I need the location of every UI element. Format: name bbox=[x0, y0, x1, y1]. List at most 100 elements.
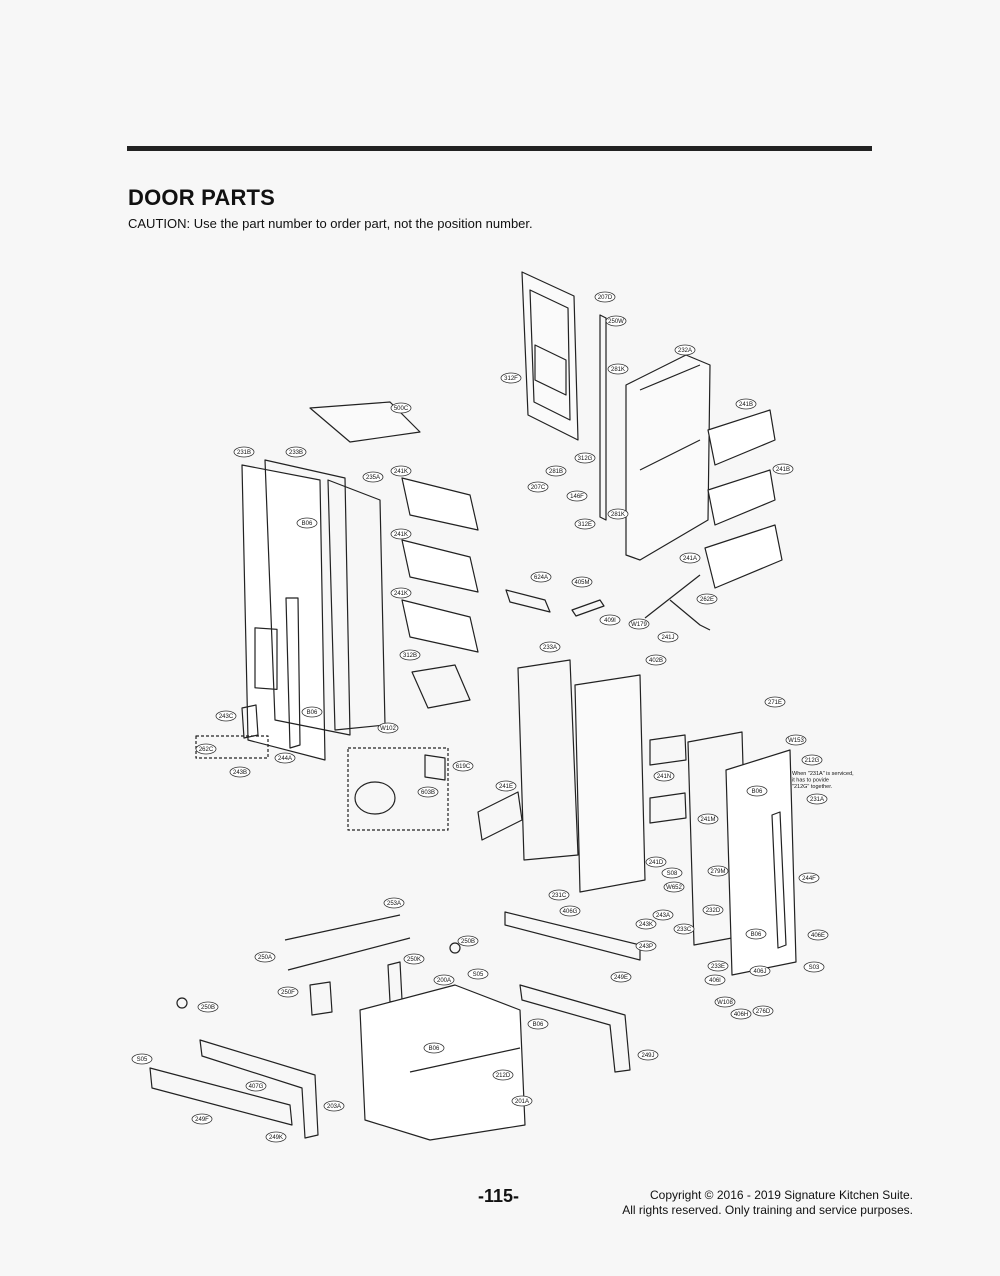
svg-text:262C: 262C bbox=[199, 747, 214, 753]
svg-text:W153: W153 bbox=[788, 738, 804, 744]
svg-text:233B: 233B bbox=[289, 450, 303, 456]
svg-text:235A: 235A bbox=[366, 475, 380, 481]
svg-text:407G: 407G bbox=[249, 1084, 264, 1090]
part-label: 212D bbox=[492, 1069, 514, 1081]
part-label: 405M bbox=[571, 576, 593, 588]
copyright: Copyright © 2016 - 2019 Signature Kitche… bbox=[622, 1188, 913, 1218]
part-label: 406H bbox=[730, 1008, 752, 1020]
part-label: 406I bbox=[704, 974, 726, 986]
part-label: 241M bbox=[697, 813, 719, 825]
part-label: W102 bbox=[377, 722, 399, 734]
part-label: 232D bbox=[702, 904, 724, 916]
svg-text:249E: 249E bbox=[614, 975, 628, 981]
svg-text:241M: 241M bbox=[700, 817, 715, 823]
svg-text:249J: 249J bbox=[641, 1053, 654, 1059]
svg-text:250K: 250K bbox=[407, 957, 421, 963]
part-label: 312E bbox=[574, 518, 596, 530]
svg-text:250A: 250A bbox=[258, 955, 272, 961]
svg-text:241N: 241N bbox=[657, 774, 671, 780]
svg-text:B06: B06 bbox=[429, 1046, 440, 1052]
part-label: 231C bbox=[548, 889, 570, 901]
svg-text:W108: W108 bbox=[717, 1000, 733, 1006]
service-note-line: When "231A" is serviced, bbox=[792, 771, 854, 777]
part-label: 276D bbox=[752, 1005, 774, 1017]
part-label: 146F bbox=[566, 490, 588, 502]
svg-text:207D: 207D bbox=[598, 295, 613, 301]
part-label: S05 bbox=[467, 968, 489, 980]
svg-text:281K: 281K bbox=[611, 367, 625, 373]
svg-text:409I: 409I bbox=[604, 618, 616, 624]
part-label: 232A bbox=[674, 344, 696, 356]
copyright-line-2: All rights reserved. Only training and s… bbox=[622, 1203, 913, 1217]
svg-text:241E: 241E bbox=[499, 784, 513, 790]
svg-text:B06: B06 bbox=[533, 1022, 544, 1028]
part-label: 249E bbox=[610, 971, 632, 983]
part-label: 244A bbox=[274, 752, 296, 764]
part-label: 281K bbox=[607, 508, 629, 520]
svg-text:B06: B06 bbox=[302, 521, 313, 527]
part-label: 243C bbox=[215, 710, 237, 722]
svg-text:241B: 241B bbox=[776, 467, 790, 473]
part-label: S08 bbox=[661, 867, 683, 879]
svg-text:243B: 243B bbox=[233, 770, 247, 776]
part-label: 244F bbox=[798, 872, 820, 884]
part-label: 249K bbox=[265, 1131, 287, 1143]
part-label: 250K bbox=[403, 953, 425, 965]
svg-text:244F: 244F bbox=[802, 876, 816, 882]
svg-text:241B: 241B bbox=[739, 402, 753, 408]
svg-text:203A: 203A bbox=[327, 1104, 341, 1110]
svg-text:279M: 279M bbox=[710, 869, 725, 875]
svg-text:249F: 249F bbox=[195, 1117, 209, 1123]
svg-text:262E: 262E bbox=[700, 597, 714, 603]
service-note: When "231A" is serviced,it has to povide… bbox=[792, 771, 854, 790]
svg-text:B06: B06 bbox=[751, 932, 762, 938]
part-label: B06 bbox=[296, 517, 318, 529]
svg-text:W179: W179 bbox=[631, 622, 647, 628]
svg-text:402B: 402B bbox=[649, 658, 663, 664]
part-label: S03 bbox=[803, 961, 825, 973]
svg-text:S08: S08 bbox=[667, 871, 678, 877]
svg-text:250B: 250B bbox=[461, 939, 475, 945]
svg-text:232D: 232D bbox=[706, 908, 721, 914]
svg-text:S05: S05 bbox=[473, 972, 484, 978]
part-label: 250B bbox=[197, 1001, 219, 1013]
svg-text:241J: 241J bbox=[661, 635, 674, 641]
part-label: 253A bbox=[383, 897, 405, 909]
part-label: 500C bbox=[390, 402, 412, 414]
part-label: 281B bbox=[545, 465, 567, 477]
svg-text:243K: 243K bbox=[639, 922, 653, 928]
part-label: 200A bbox=[433, 974, 455, 986]
part-label: W179 bbox=[628, 618, 650, 630]
svg-text:406I: 406I bbox=[709, 978, 721, 984]
part-label: 207D bbox=[594, 291, 616, 303]
svg-text:241D: 241D bbox=[649, 860, 664, 866]
svg-text:233C: 233C bbox=[677, 927, 692, 933]
part-label: 241K bbox=[390, 528, 412, 540]
part-label: W108 bbox=[714, 996, 736, 1008]
part-label: 406G bbox=[559, 905, 581, 917]
part-label: 241J bbox=[657, 631, 679, 643]
svg-text:241K: 241K bbox=[394, 532, 408, 538]
svg-text:276D: 276D bbox=[756, 1009, 771, 1015]
svg-text:243P: 243P bbox=[639, 944, 653, 950]
svg-text:250B: 250B bbox=[201, 1005, 215, 1011]
svg-text:233E: 233E bbox=[711, 964, 725, 970]
svg-text:250F: 250F bbox=[281, 990, 295, 996]
copyright-line-1: Copyright © 2016 - 2019 Signature Kitche… bbox=[649, 1188, 913, 1202]
part-label: W153 bbox=[785, 734, 807, 746]
part-label: 235A bbox=[362, 471, 384, 483]
part-label: 281K bbox=[607, 363, 629, 375]
svg-text:249K: 249K bbox=[269, 1135, 283, 1141]
part-label: 603B bbox=[417, 786, 439, 798]
part-label: 402B bbox=[645, 654, 667, 666]
svg-text:S05: S05 bbox=[137, 1057, 148, 1063]
part-label: B06 bbox=[301, 706, 323, 718]
part-label: 619C bbox=[452, 760, 474, 772]
svg-text:231A: 231A bbox=[810, 797, 824, 803]
part-label: 241K bbox=[390, 587, 412, 599]
svg-text:253A: 253A bbox=[387, 901, 401, 907]
part-label: 624A bbox=[530, 571, 552, 583]
svg-text:232A: 232A bbox=[678, 348, 692, 354]
part-label: B06 bbox=[746, 785, 768, 797]
